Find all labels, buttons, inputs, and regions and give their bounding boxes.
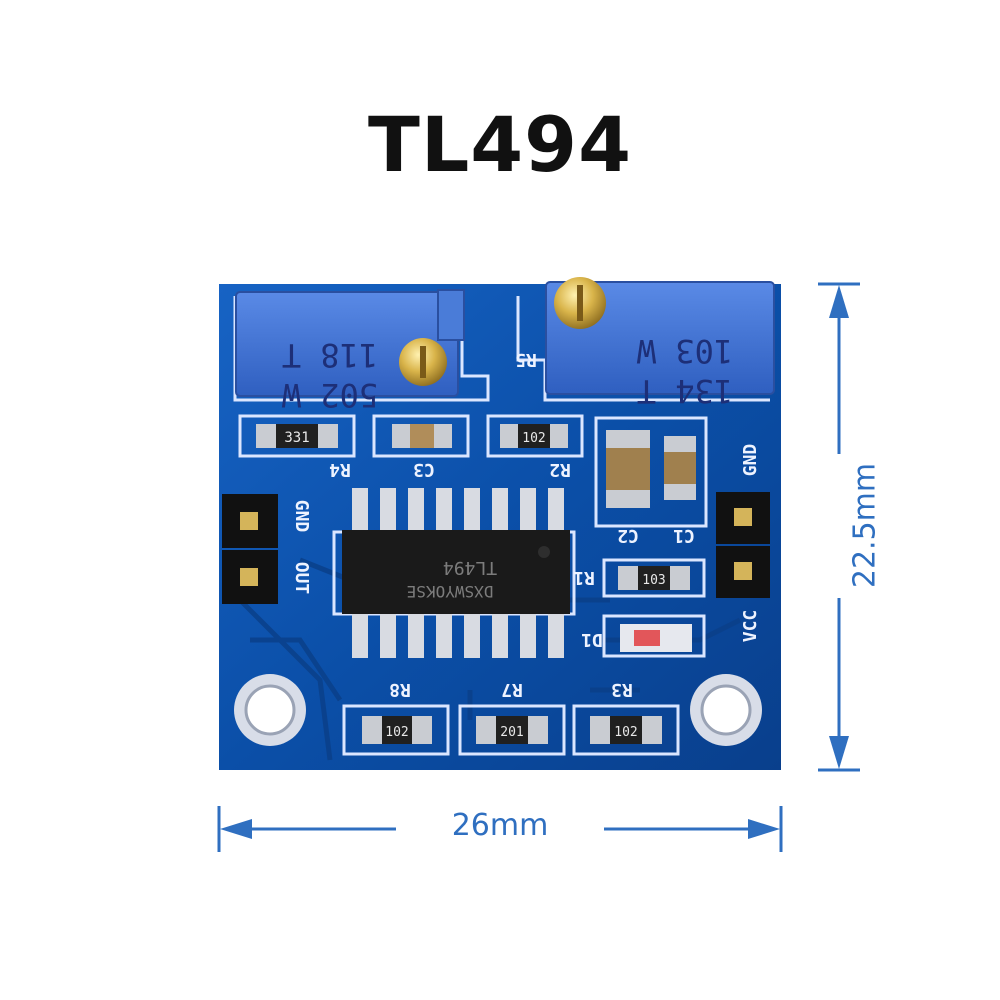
width-dimension-label: 26mm [451, 808, 549, 843]
smd-r8-code: 102 [385, 725, 408, 740]
label-out: OUT [291, 562, 312, 595]
pot-r5-text-line2: 134 T [637, 372, 733, 410]
ic-marking-1: TL494 [443, 557, 497, 578]
potentiometer-r5: 103 W 134 T [545, 277, 775, 410]
label-c3: C3 [413, 459, 435, 480]
page-title: TL494 [368, 100, 632, 189]
potentiometer-r6: 118 T 502 W [235, 289, 465, 414]
label-c1: C1 [673, 525, 695, 546]
smd-c3 [392, 424, 452, 448]
smd-r4: 331 [256, 424, 338, 448]
label-d1: D1 [581, 629, 603, 650]
smd-r3: 102 [590, 716, 662, 744]
ic-tl494: TL494 DXSWYOKSE [342, 530, 570, 614]
height-dimension-label: 22.5mm [847, 462, 883, 589]
label-r4: R4 [329, 459, 351, 480]
smd-r4-code: 331 [284, 430, 309, 446]
dimension-height [818, 282, 860, 772]
label-r8: R8 [389, 679, 411, 700]
ic-marking-2: DXSWYOKSE [407, 582, 494, 601]
mounting-hole-right [690, 674, 762, 746]
smd-r8: 102 [362, 716, 432, 744]
pot-r5-text-line1: 103 W [636, 332, 733, 370]
label-r5: R5 [515, 349, 537, 370]
pin-header-right [716, 492, 770, 598]
dimension-width [217, 806, 783, 852]
ic-pins [352, 488, 564, 658]
smd-r1: 103 [618, 566, 690, 590]
smd-r3-code: 102 [614, 725, 637, 740]
pot-r6-text-line1: 118 T [282, 336, 378, 374]
label-vcc: VCC [740, 610, 761, 643]
smd-r7-code: 201 [500, 725, 523, 740]
pot-r6-text-line2: 502 W [281, 376, 378, 414]
smd-r1-code: 103 [642, 573, 665, 588]
label-c2: C2 [617, 525, 639, 546]
label-r2: R2 [549, 459, 571, 480]
smd-r2-code: 102 [522, 431, 545, 446]
label-r1: R1 [573, 567, 595, 588]
label-gnd-right: GND [740, 444, 761, 477]
capacitor-c1 [664, 436, 696, 500]
label-r3: R3 [611, 679, 633, 700]
mounting-hole-left [234, 674, 306, 746]
smd-r2: 102 [500, 424, 568, 448]
label-gnd-left: GND [291, 500, 312, 533]
pin-header-left [222, 494, 278, 604]
led-d1 [620, 624, 692, 652]
capacitor-c2 [606, 430, 650, 508]
smd-r7: 201 [476, 716, 548, 744]
label-r7: R7 [501, 679, 523, 700]
